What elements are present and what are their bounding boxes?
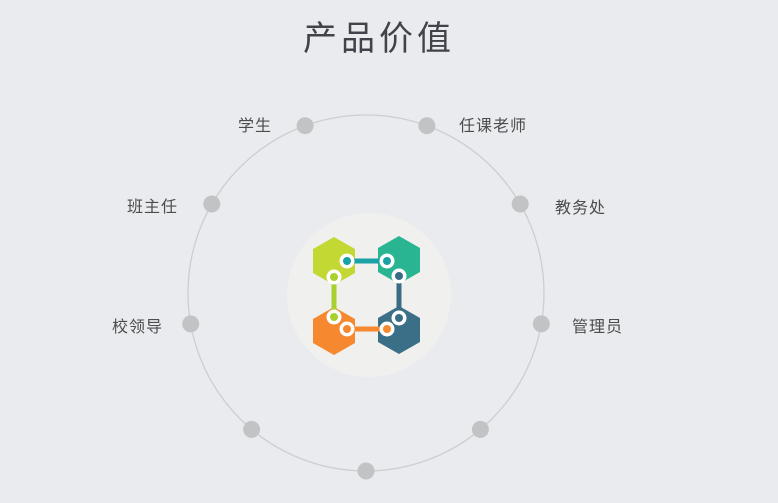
center-disc — [287, 213, 451, 377]
ring-node-dot — [243, 420, 261, 438]
endcap-core-lime — [330, 273, 338, 281]
hexagon-orange — [313, 307, 355, 355]
ring-node-dot — [511, 195, 529, 213]
endcap-core-teal — [343, 257, 351, 265]
page-title: 产品价值 — [303, 20, 455, 58]
connector-endcaps — [326, 253, 407, 337]
endcap-core-orange — [383, 325, 391, 333]
role-label-headteacher: 班主任 — [127, 199, 179, 216]
ring-node-dot — [418, 117, 436, 135]
hexagon-lime — [313, 237, 355, 285]
role-label-student: 学生 — [238, 118, 273, 135]
endcap-core-slate — [395, 314, 403, 322]
hexagon-group — [313, 236, 420, 355]
endcap-core-orange — [343, 325, 351, 333]
endcap-core-slate — [395, 272, 403, 280]
ring-node-dot — [182, 315, 200, 333]
ring-node-dot — [471, 420, 489, 438]
role-label-academic: 教务处 — [555, 200, 607, 217]
hexagon-teal — [378, 236, 420, 284]
endcap-core-teal — [383, 257, 391, 265]
role-label-admin: 管理员 — [572, 319, 624, 336]
ring-nodes — [182, 117, 550, 480]
ring-node-dot — [203, 195, 221, 213]
ring-node-dot — [296, 117, 314, 135]
endcap-core-lime — [330, 313, 338, 321]
ring-node-dot — [357, 462, 375, 480]
ring-node-dot — [532, 315, 550, 333]
role-label-teacher: 任课老师 — [459, 118, 528, 135]
hexagon-slate — [378, 306, 420, 354]
role-label-school-leader: 校领导 — [112, 319, 164, 336]
